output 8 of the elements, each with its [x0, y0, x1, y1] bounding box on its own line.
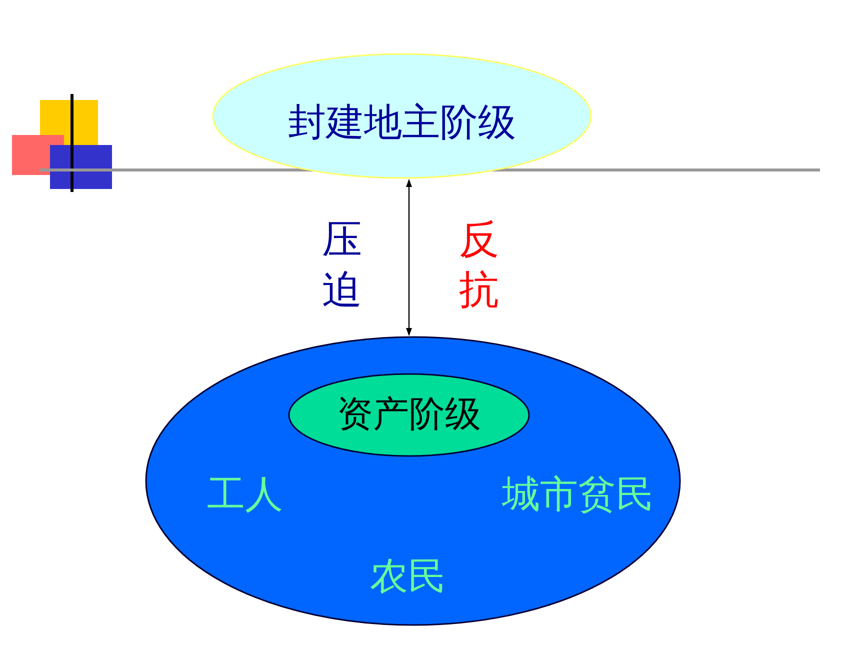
- class-label: 资产阶级: [337, 395, 481, 435]
- double-arrow: [406, 179, 412, 336]
- group-label: 农民: [370, 556, 446, 598]
- group-label: 工人: [207, 474, 283, 516]
- vertical-label: 反抗: [459, 216, 500, 315]
- vertical-label: 压迫: [322, 216, 363, 315]
- group-label: 城市贫民: [502, 474, 654, 516]
- class-label: 封建地主阶级: [288, 102, 516, 144]
